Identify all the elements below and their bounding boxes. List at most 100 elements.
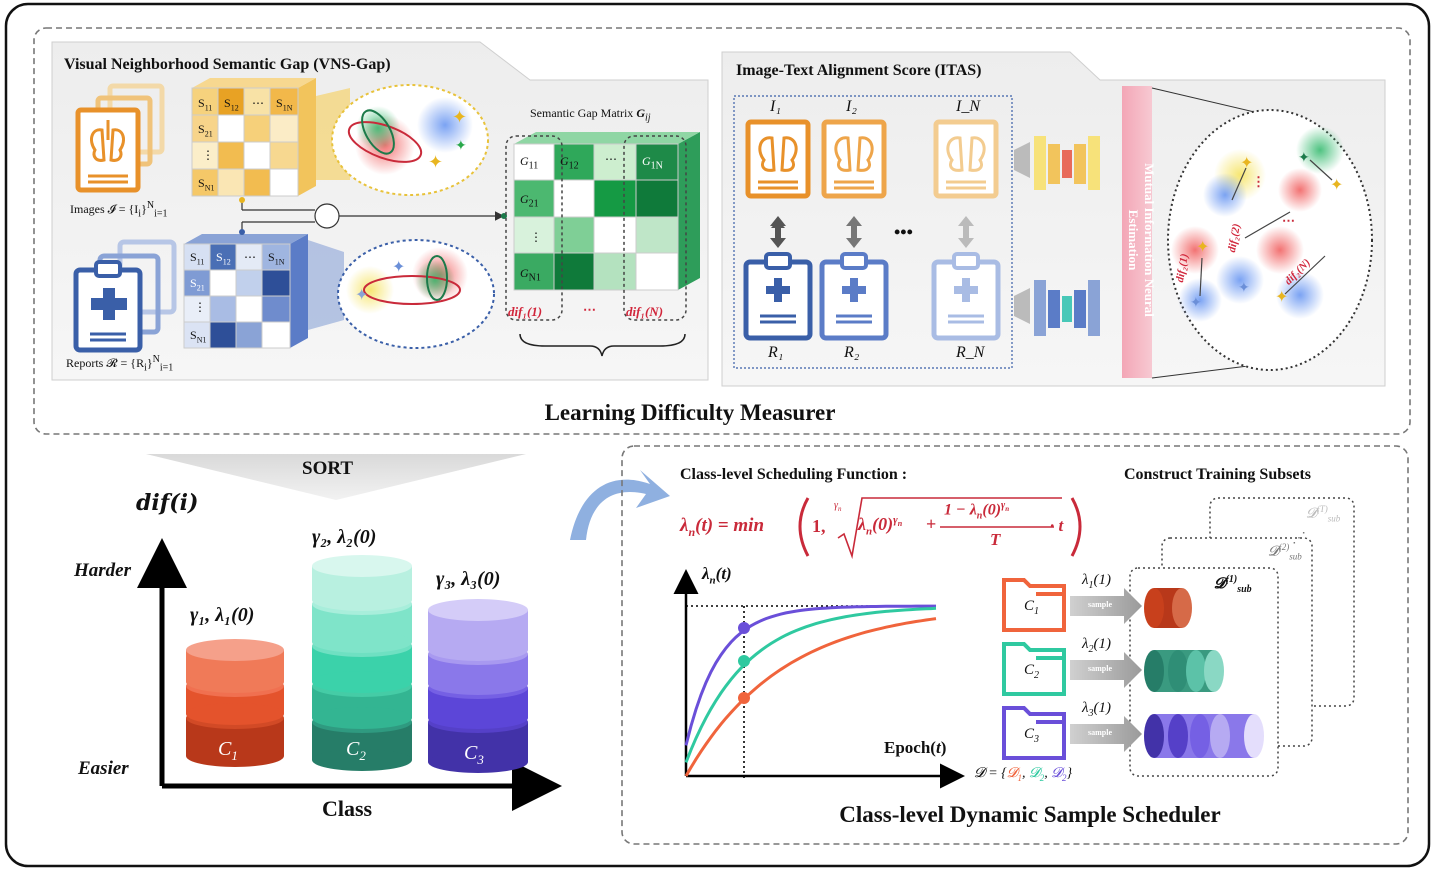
svg-text:✦: ✦ [1190, 296, 1202, 311]
itas-report-2: R₂ [844, 344, 860, 361]
itas-lung-icon-n [933, 119, 999, 199]
svg-text:✦: ✦ [428, 152, 443, 172]
g-11: G11 [520, 154, 539, 172]
gap-matrix-title: Semantic Gap Matrix Gij [530, 106, 651, 124]
lambda-2: λ2(1) [1082, 636, 1111, 655]
subset-cylinder-c3 [1144, 714, 1264, 758]
harder-label: Harder [74, 560, 131, 581]
itas-embedding-ellipse: ✦ ✦ ✦ ✦ ✦ ✦ ✦ ⋮ ⋯ [1167, 109, 1373, 371]
plot-ylabel: λn(t) [702, 564, 732, 587]
formula-root [837, 497, 1062, 560]
sv-vdots: ⋮ [202, 148, 214, 162]
mine-bar [1122, 86, 1152, 378]
text-embedding-ellipse: ✦ ✦ [337, 239, 495, 349]
st-11: S11 [190, 250, 205, 267]
svg-text:✦: ✦ [455, 139, 467, 154]
svg-text:⋮: ⋮ [1252, 174, 1265, 189]
subsets-title: Construct Training Subsets [1124, 466, 1311, 483]
image-encoder-icon [1014, 136, 1100, 190]
sample-1: sample [1088, 600, 1112, 609]
sample-2: sample [1088, 664, 1112, 673]
g-12: G12 [560, 154, 579, 172]
itas-lung-icon-1 [745, 119, 811, 199]
class-2-param: γ₂, λ₂(0) [312, 526, 377, 548]
g-vdots: ⋮ [530, 230, 542, 244]
class-2-cylinder [312, 555, 412, 771]
text-similarity-matrix [183, 234, 344, 349]
formula-plus: + [926, 514, 937, 534]
dif1-last: dif₁(N) [626, 304, 664, 319]
lung-image-stack-icon [75, 83, 165, 193]
formula-left-paren [798, 497, 810, 557]
measurer-title: Learning Difficulty Measurer [544, 400, 836, 425]
subset-label-1: 𝓓(1)sub [1214, 574, 1252, 595]
st-vdots: ⋮ [194, 300, 206, 314]
mine-label: Mutual Information Neural Estimation [1126, 163, 1157, 317]
itas-report-icon-1 [743, 252, 813, 341]
g-n1: GN1 [520, 266, 541, 284]
formula-radicand: λn(0)γn [858, 514, 903, 538]
formula-right-paren [1070, 497, 1082, 557]
svg-text:✦: ✦ [392, 259, 405, 276]
visual-embedding-ellipse: ✦ ✦ ✦ [331, 84, 489, 196]
formula-denominator: T [990, 530, 1001, 549]
schedule-plot [673, 569, 965, 789]
svg-text:✦: ✦ [452, 107, 467, 127]
reports-label: Reports 𝓡 = {Ri}Ni=1 [66, 354, 174, 374]
dataset-eq: 𝓓 = {𝓓1, 𝓓2, 𝓓2} [974, 766, 1073, 783]
sv-n1: SN1 [198, 176, 215, 193]
formula-one: 1, [812, 516, 826, 536]
subset-dots: ⋰ [1292, 531, 1306, 546]
subtraction-connector [241, 200, 505, 230]
class-1-label: C1 [218, 738, 238, 763]
svg-text:✦: ✦ [1330, 177, 1343, 194]
st-n1: SN1 [190, 328, 207, 345]
lambda-1: λ1(1) [1082, 572, 1111, 591]
itas-report-icon-n [931, 252, 1001, 341]
itas-report-n: R_N [956, 344, 985, 361]
itas-image-1: I₁ [770, 98, 781, 115]
class-1-cylinder [186, 639, 284, 767]
class-3-cylinder [428, 599, 528, 773]
subset-cylinder-c1 [1144, 588, 1192, 628]
itas-image-2: I₂ [846, 98, 857, 115]
visual-similarity-matrix [191, 78, 350, 197]
subset-label-T: 𝓓(T)sub [1306, 504, 1341, 524]
subset-cylinder-c2 [1144, 650, 1224, 692]
point-class-3 [738, 622, 750, 634]
class-3-param: γ₃, λ₃(0) [436, 568, 501, 590]
subset-label-2: 𝓓(2)sub [1268, 542, 1302, 562]
folder-c1-icon [1002, 578, 1066, 632]
itas-pairs-box [733, 95, 1013, 369]
svg-text:✦: ✦ [1196, 239, 1209, 256]
st-1n: S1N [268, 250, 285, 267]
lambda-3: λ3(1) [1082, 700, 1111, 719]
dif1-first: dif₁(1) [508, 304, 543, 319]
svg-text:✦: ✦ [355, 287, 368, 304]
scheduler-title: Class-level Dynamic Sample Scheduler [839, 802, 1221, 827]
itas-title: Image-Text Alignment Score (ITAS) [736, 62, 982, 79]
itas-dots: ••• [894, 222, 913, 242]
vns-title: Visual Neighborhood Semantic Gap (VNS-Ga… [64, 56, 391, 73]
class-3-label: C3 [464, 742, 484, 767]
sv-1n: S1N [276, 96, 293, 113]
curve-class-1 [684, 617, 937, 777]
svg-text:✦: ✦ [1238, 281, 1250, 296]
point-class-1 [738, 692, 750, 704]
st-dots: ⋯ [244, 250, 256, 264]
formula-mult: · t [1050, 516, 1064, 535]
sample-3: sample [1088, 728, 1112, 737]
curved-flow-arrow [570, 470, 670, 540]
y-axis-label: dif(i) [136, 490, 199, 516]
curve-class-3 [684, 604, 936, 746]
class-2-label: C2 [346, 738, 366, 763]
svg-text:⋯: ⋯ [1282, 213, 1295, 228]
itas-report-1: R₁ [768, 344, 784, 361]
fn-title: Class-level Scheduling Function : [680, 466, 908, 483]
scheduler-frame [621, 445, 1409, 845]
svg-text:✦: ✦ [1298, 151, 1310, 166]
st-12: S12 [216, 250, 231, 267]
sample-arrows [1070, 588, 1142, 752]
